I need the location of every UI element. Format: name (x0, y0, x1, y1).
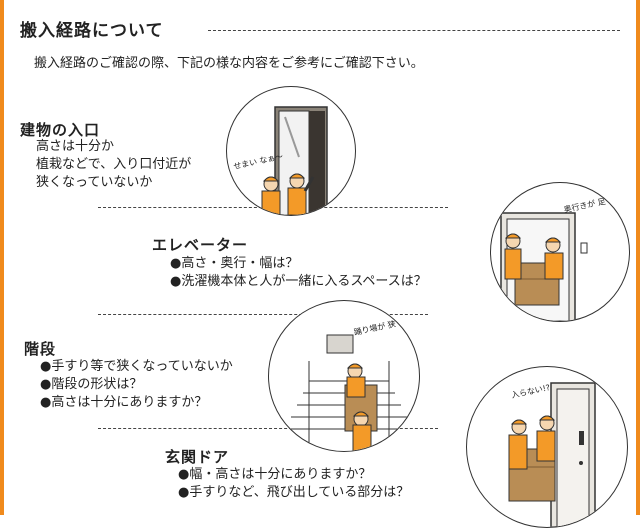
section-divider (98, 428, 438, 429)
entrance-line: 高さは十分か (36, 139, 115, 154)
elevator-line: ●高さ・奥行・幅は？ (170, 256, 299, 271)
section-heading-stairs: 階段 (24, 340, 57, 358)
section-divider (98, 314, 428, 315)
stairs-illustration: 踊り場が 狭く なってる! (268, 300, 420, 452)
entrance-illustration: せまい なぁ～ (226, 86, 356, 216)
title-divider (208, 30, 620, 31)
entrance-line: 植栽などで、入り口付近が (36, 157, 192, 172)
section-heading-door: 玄関ドア (165, 448, 230, 466)
entrance-line: 狭くなっていないか (36, 175, 153, 190)
door-illustration: 入らない!? (466, 366, 628, 528)
section-heading-elevator: エレベーター (152, 236, 249, 254)
door-line: ●手すりなど、飛び出している部分は？ (178, 485, 410, 500)
elevator-illustration: 奥行きが 足りないか… (490, 182, 630, 322)
left-frame-border (0, 0, 4, 515)
stairs-line: ●手すり等で狭くなっていないか (40, 359, 233, 374)
right-frame-border (636, 0, 640, 515)
section-heading-entrance: 建物の入口 (20, 121, 101, 139)
door-line: ●幅・高さは十分にありますか？ (178, 467, 372, 482)
elevator-line: ●洗濯機本体と人が一緒に入るスペースは？ (170, 274, 427, 289)
stairs-line: ●階段の形状は？ (40, 377, 143, 392)
page-title: 搬入経路について (20, 21, 164, 41)
stairs-line: ●高さは十分にありますか？ (40, 395, 208, 410)
intro-text: 搬入経路のご確認の際、下記の様な内容をご参考にご確認下さい。 (34, 56, 424, 71)
